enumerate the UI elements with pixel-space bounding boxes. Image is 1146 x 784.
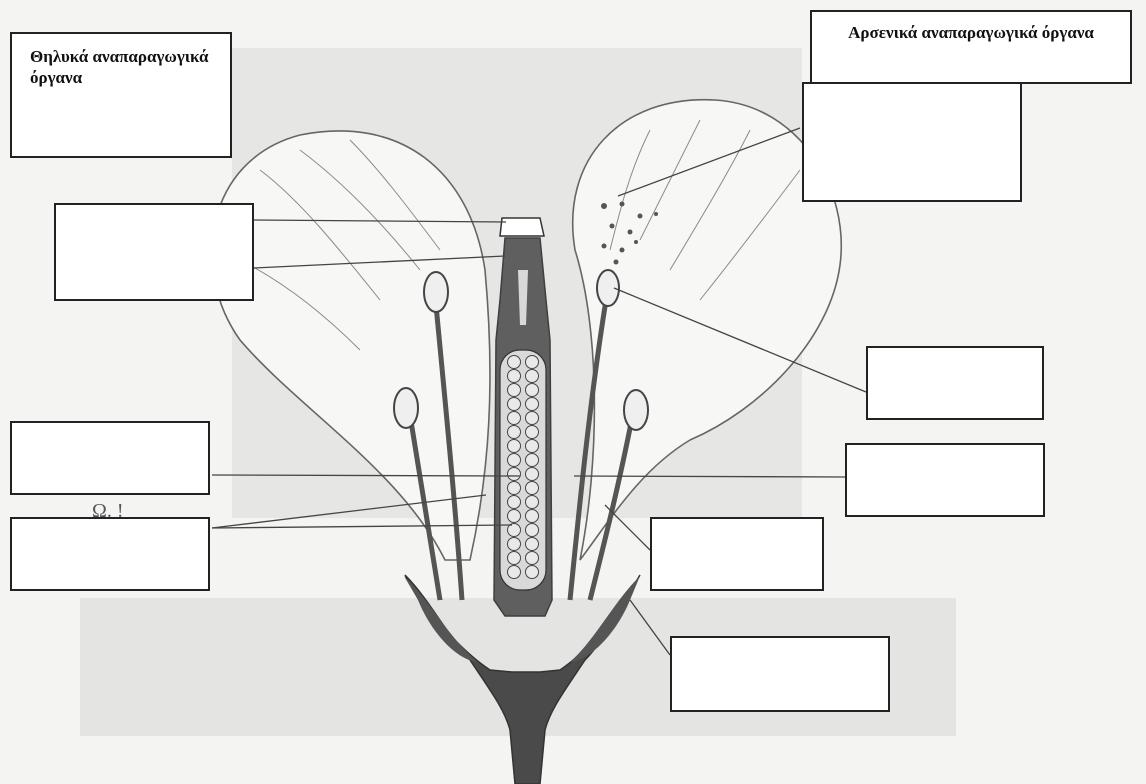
ovule: [508, 370, 521, 383]
label-box-sepal[interactable]: [670, 636, 890, 712]
ovule: [508, 356, 521, 369]
ovary-cavity: [500, 350, 546, 590]
label-box-stigma-style[interactable]: [54, 203, 254, 301]
label-box-ovules[interactable]: [10, 517, 210, 591]
label-box-anther[interactable]: [866, 346, 1044, 420]
ovule: [508, 496, 521, 509]
ovule: [526, 482, 539, 495]
label-box-pollen[interactable]: [802, 82, 1022, 202]
anther-left-lower: [394, 388, 418, 428]
label-box-petal-base[interactable]: [650, 517, 824, 591]
ovule: [508, 482, 521, 495]
ovule: [526, 468, 539, 481]
ovule: [526, 412, 539, 425]
ovule: [526, 566, 539, 579]
ovule: [508, 398, 521, 411]
female-organs-heading: Θηλυκά αναπαραγωγικά όργανα: [10, 32, 232, 158]
ovule: [508, 510, 521, 523]
ovule: [508, 412, 521, 425]
ovule: [526, 398, 539, 411]
ovule: [526, 538, 539, 551]
label-box-filament[interactable]: [845, 443, 1045, 517]
stray-handwritten-text: Ω. !: [92, 500, 124, 523]
ovule: [508, 538, 521, 551]
ovule: [526, 454, 539, 467]
ovule: [508, 468, 521, 481]
stigma: [500, 218, 544, 236]
ovule: [526, 552, 539, 565]
ovule: [526, 524, 539, 537]
ovule: [526, 356, 539, 369]
anther-left-upper: [424, 272, 448, 312]
ovule: [526, 440, 539, 453]
ovule: [526, 384, 539, 397]
ovule: [508, 426, 521, 439]
ovule: [526, 426, 539, 439]
male-organs-heading: Αρσενικά αναπαραγωγικά όργανα: [810, 10, 1132, 84]
ovule: [508, 566, 521, 579]
ovule: [508, 440, 521, 453]
ovule: [526, 496, 539, 509]
male-organs-heading-text: Αρσενικά αναπαραγωγικά όργανα: [848, 23, 1094, 42]
ovule: [526, 370, 539, 383]
label-box-ovary[interactable]: [10, 421, 210, 495]
ovule: [526, 510, 539, 523]
ovule: [508, 552, 521, 565]
ovule: [508, 454, 521, 467]
ovule: [508, 384, 521, 397]
anther-right-lower: [624, 390, 648, 430]
female-organs-heading-text: Θηλυκά αναπαραγωγικά όργανα: [30, 47, 209, 87]
